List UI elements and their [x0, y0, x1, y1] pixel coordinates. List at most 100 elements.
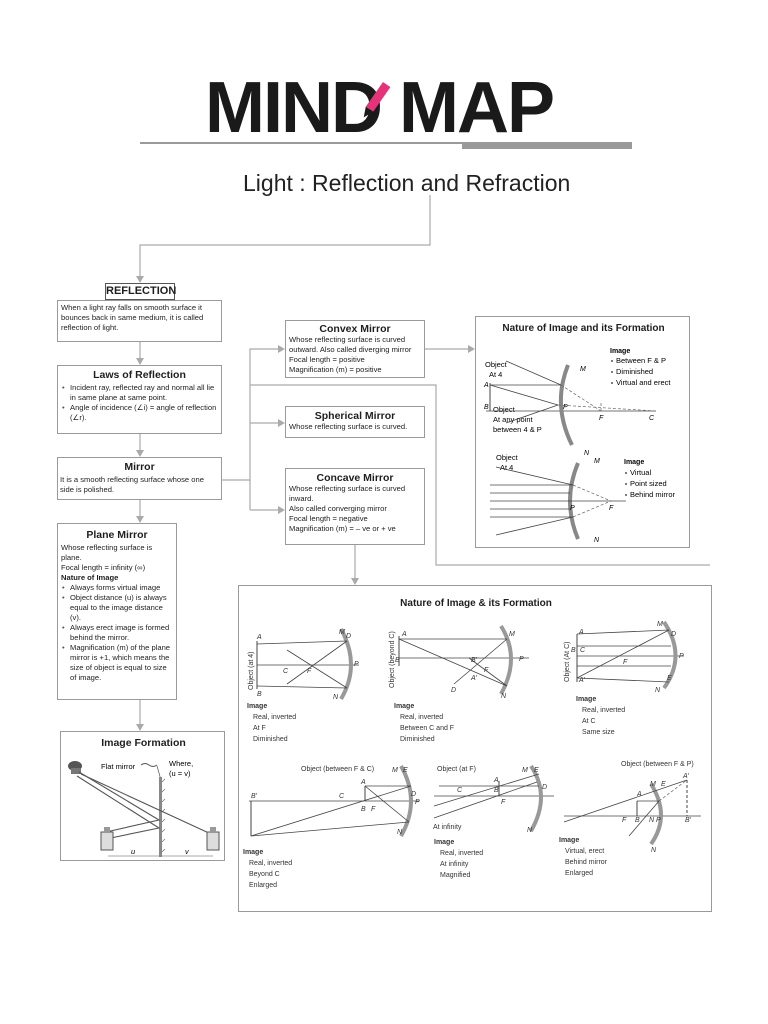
svg-text:Object (at F): Object (at F) [437, 766, 476, 773]
svg-text:Real, inverted: Real, inverted [253, 714, 296, 721]
svg-text:D: D [671, 631, 676, 638]
laws-item-1: Incident ray, reflected ray and normal a… [62, 383, 218, 403]
svg-text:A: A [483, 382, 489, 389]
flashlight-icon [68, 761, 82, 774]
svg-text:B′: B′ [685, 817, 692, 824]
reflection-definition: When a light ray falls on smooth surface… [61, 303, 204, 332]
concave-line-2: Also called converging mirror [289, 504, 387, 513]
svg-text:between 4 & P: between 4 & P [493, 425, 542, 434]
svg-text:M: M [339, 629, 345, 636]
concave-nature-box: Nature of Image & its Formation Object (… [238, 585, 712, 912]
svg-text:Object: Object [496, 453, 519, 462]
convex-nature-box: Nature of Image and its Formation Object… [475, 316, 690, 548]
svg-text:P: P [415, 799, 420, 806]
logo-text: MIND MAP [205, 70, 553, 140]
svg-text:B: B [361, 806, 366, 813]
flat-mirror-diagram: Flat mirror Where, (u = v) u [68, 759, 220, 857]
svg-text:Object (between F & C): Object (between F & C) [301, 766, 374, 773]
svg-text:F: F [501, 799, 506, 806]
svg-text:B: B [484, 404, 489, 411]
mirror-text: It is a smooth reflecting surface whose … [60, 475, 204, 494]
concave-nature-title: Nature of Image & its Formation [400, 598, 552, 609]
svg-text:B: B [571, 647, 576, 654]
svg-text:Image: Image [576, 696, 596, 703]
svg-text:F: F [609, 505, 614, 512]
svg-text:At any point: At any point [493, 415, 534, 424]
svg-text:Between F & P: Between F & P [616, 356, 666, 365]
reflection-label: REFLECTION [106, 285, 177, 297]
svg-text:(u = v): (u = v) [169, 769, 191, 778]
concave-mirror-title: Concave Mirror [316, 472, 394, 484]
convex-line-3: Magnification (m) = positive [289, 365, 382, 374]
svg-text:A: A [578, 629, 584, 636]
svg-text:N: N [397, 829, 403, 836]
laws-box: Laws of Reflection Incident ray, reflect… [57, 365, 222, 434]
svg-text:A: A [401, 631, 407, 638]
image-formation-title: Image Formation [101, 737, 186, 749]
svg-text:M: M [392, 767, 398, 774]
svg-text:N: N [527, 827, 533, 834]
svg-text:C: C [580, 647, 586, 654]
svg-text:A: A [636, 791, 642, 798]
svg-text:N: N [649, 817, 655, 824]
svg-text:D: D [542, 784, 547, 791]
svg-text:E: E [403, 767, 408, 774]
svg-text:P: P [570, 505, 575, 512]
svg-text:P: P [519, 656, 524, 663]
svg-text:Enlarged: Enlarged [565, 870, 593, 877]
svg-text:v: v [185, 847, 190, 856]
svg-text:C: C [339, 793, 345, 800]
svg-text:At F: At F [253, 725, 266, 732]
mirror-title: Mirror [124, 461, 155, 473]
svg-text:C: C [649, 415, 655, 422]
concave-line-4: Magnification (m) = – ve or + ve [289, 524, 396, 533]
svg-text:B: B [257, 691, 262, 698]
plane-mirror-item-3: Always erect image is formed behind the … [62, 623, 173, 643]
plane-mirror-line-1: Whose reflecting surface is plane. [61, 543, 153, 562]
convex-line-2: Focal length = positive [289, 355, 365, 364]
header-rule [140, 142, 632, 144]
svg-text:Real, inverted: Real, inverted [582, 707, 625, 714]
mirror-box: Mirror It is a smooth reflecting surface… [57, 457, 222, 500]
svg-text:Diminished: Diminished [616, 367, 653, 376]
svg-text:F: F [599, 415, 604, 422]
svg-text:B′: B′ [251, 793, 258, 800]
svg-text:N: N [651, 847, 657, 854]
svg-text:Image: Image [247, 703, 267, 710]
spherical-mirror-box: Spherical Mirror Whose reflecting surfac… [285, 406, 425, 438]
svg-text:Real, inverted: Real, inverted [249, 860, 292, 867]
svg-text:At infinity: At infinity [440, 861, 469, 868]
svg-text:D: D [411, 791, 416, 798]
svg-text:Between C and F: Between C and F [400, 725, 454, 732]
svg-text:E: E [661, 781, 666, 788]
svg-text:B: B [395, 657, 400, 664]
svg-text:Point sized: Point sized [630, 479, 667, 488]
concave-line-3: Focal length = negative [289, 514, 368, 523]
svg-text:N: N [501, 693, 507, 700]
svg-text:M: M [522, 767, 528, 774]
svg-text:F: F [623, 659, 628, 666]
svg-text:Same size: Same size [582, 729, 615, 736]
svg-text:F: F [307, 668, 312, 675]
svg-text:F: F [371, 806, 376, 813]
convex-nature-title: Nature of Image and its Formation [502, 323, 665, 334]
svg-text:Behind mirror: Behind mirror [565, 859, 608, 866]
spherical-mirror-text: Whose reflecting surface is curved. [289, 422, 408, 431]
svg-text:A: A [493, 777, 499, 784]
svg-text:Image: Image [243, 849, 263, 856]
svg-text:A: A [256, 634, 262, 641]
svg-text:A: A [360, 779, 366, 786]
svg-text:Enlarged: Enlarged [249, 882, 277, 889]
logo-pencil-icon: MIND MAP [205, 68, 555, 148]
plane-mirror-line-3: Nature of Image [61, 573, 119, 582]
svg-text:P: P [563, 404, 568, 411]
svg-text:Real, inverted: Real, inverted [440, 850, 483, 857]
svg-text:N: N [584, 450, 590, 457]
svg-text:Diminished: Diminished [400, 736, 435, 743]
svg-text:M: M [650, 781, 656, 788]
svg-text:Image: Image [559, 837, 579, 844]
header-rule-accent [462, 142, 632, 149]
svg-text:A′: A′ [682, 773, 690, 780]
svg-text:B: B [494, 787, 499, 794]
